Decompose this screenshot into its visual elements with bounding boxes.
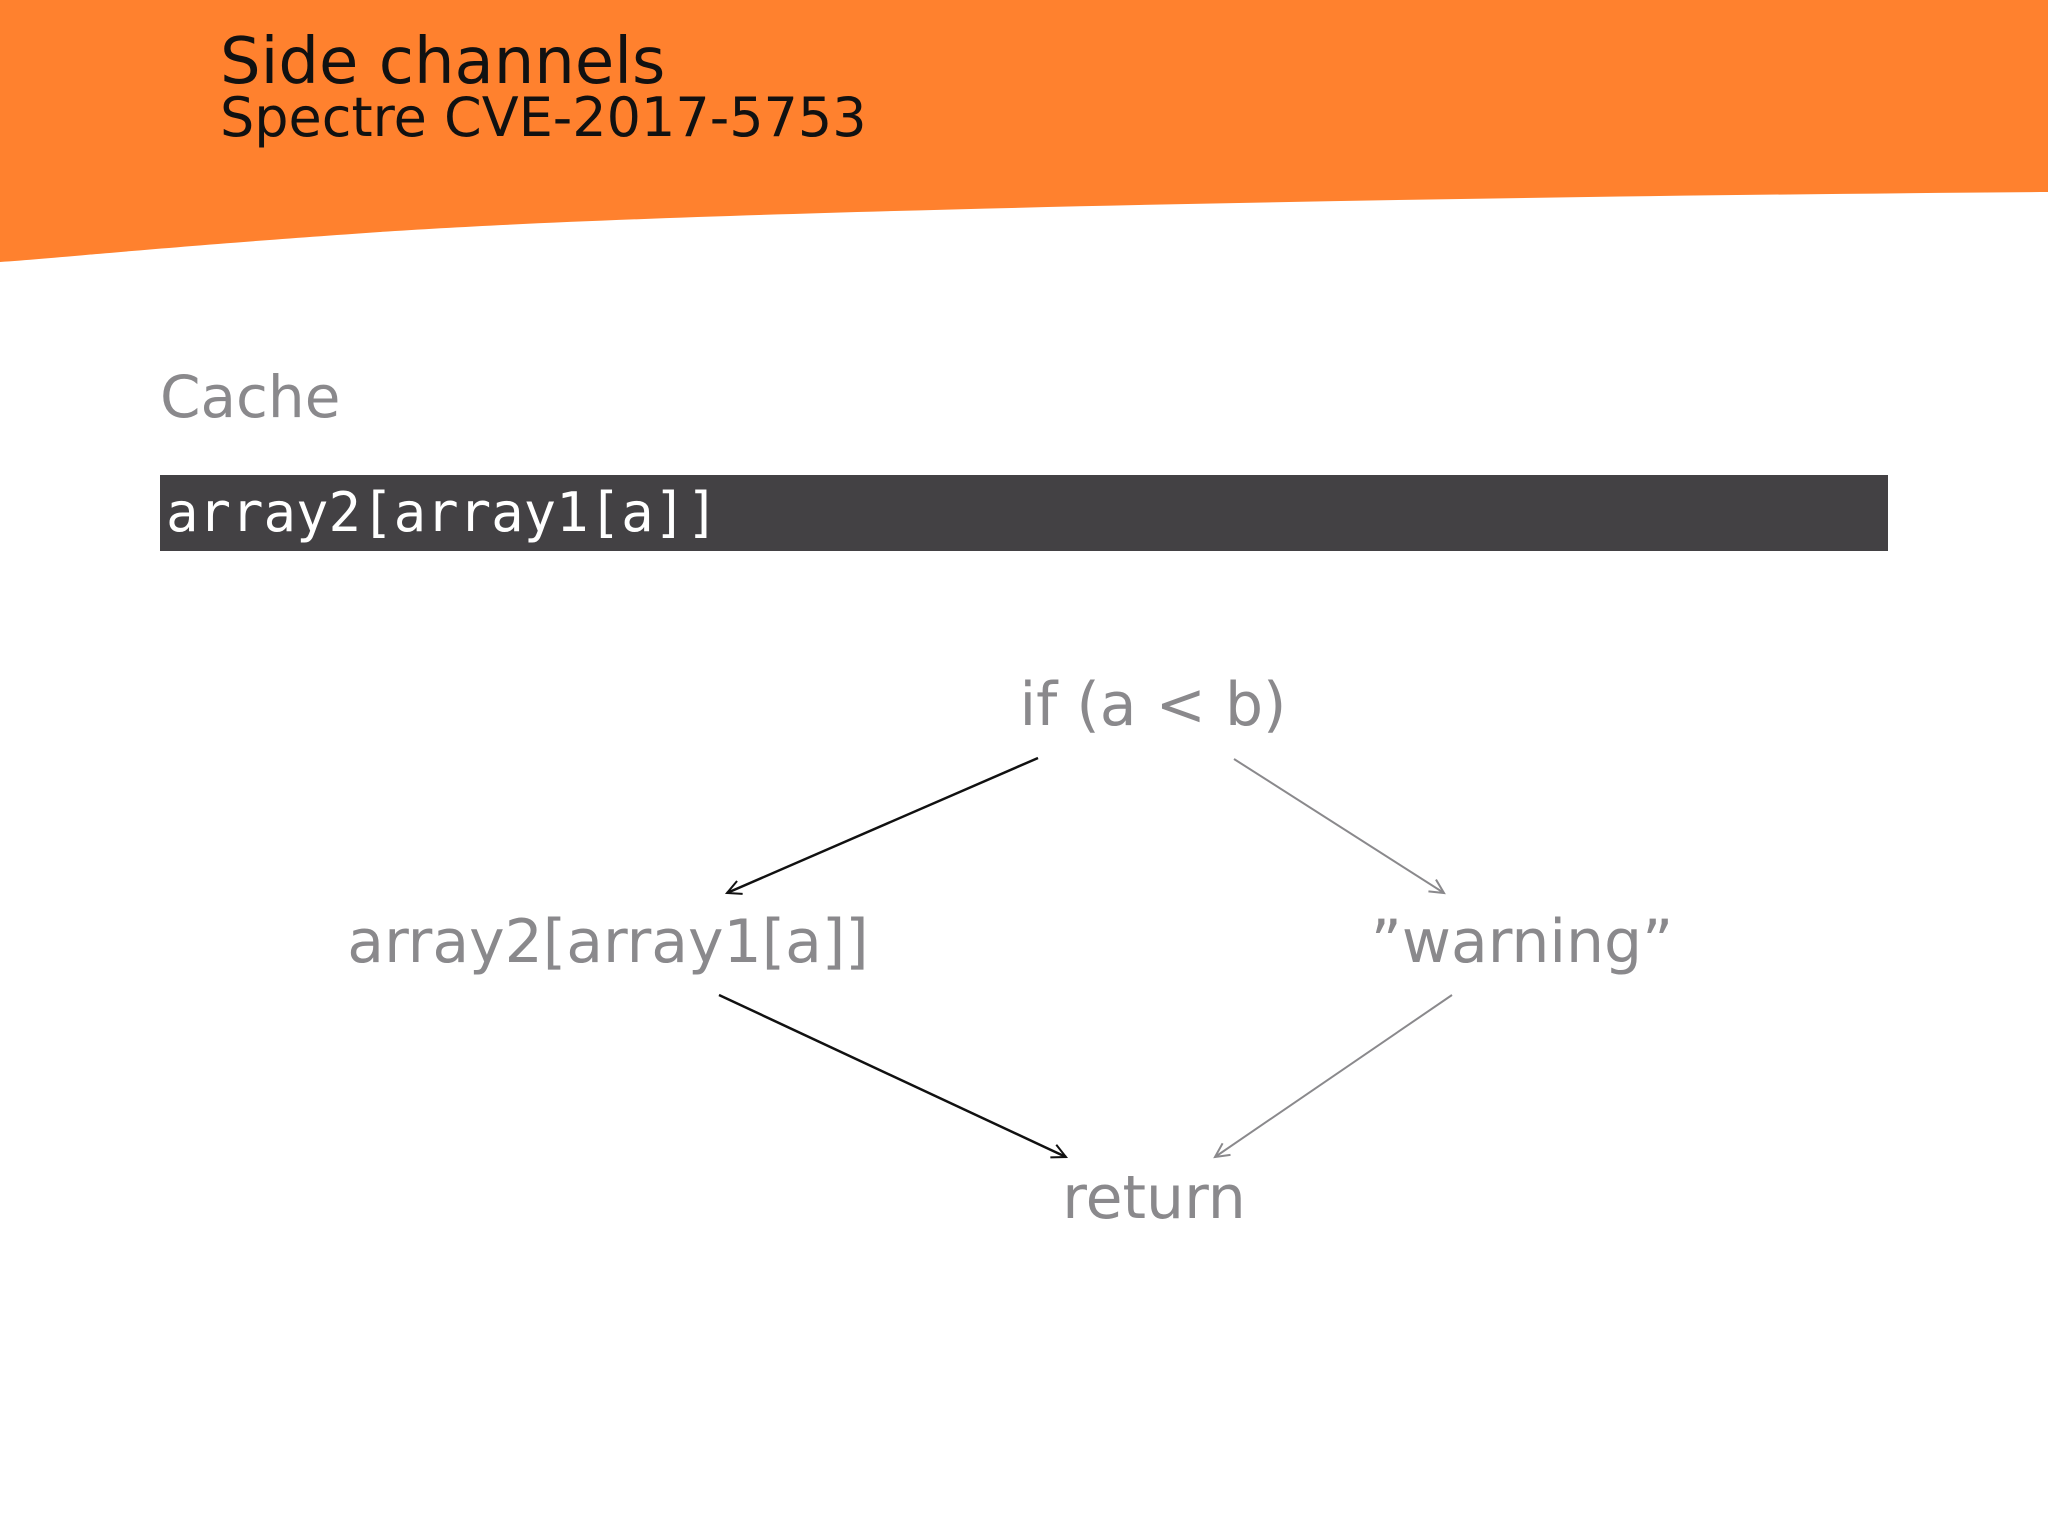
header-banner: [0, 0, 2048, 262]
header-banner-shape: [0, 0, 2048, 262]
edge-false-branch-to-exit: [1213, 994, 1453, 1159]
edge-condition-to-true-branch: [724, 756, 1039, 895]
slide-title: Side channels: [220, 25, 666, 99]
code-block: array2[array1[a]]: [160, 475, 1888, 551]
node-false-branch: ”warning”: [1371, 907, 1673, 977]
section-heading: Cache: [160, 363, 341, 431]
edge-condition-to-false-branch: [1233, 758, 1446, 895]
node-condition: if (a < b): [1020, 670, 1287, 740]
code-text: array2[array1[a]]: [166, 481, 719, 544]
edge-true-branch-to-exit: [718, 993, 1069, 1159]
slide-subtitle: Spectre CVE-2017-5753: [220, 86, 867, 149]
node-true-branch: array2[array1[a]]: [347, 907, 868, 977]
node-exit: return: [1062, 1163, 1245, 1233]
